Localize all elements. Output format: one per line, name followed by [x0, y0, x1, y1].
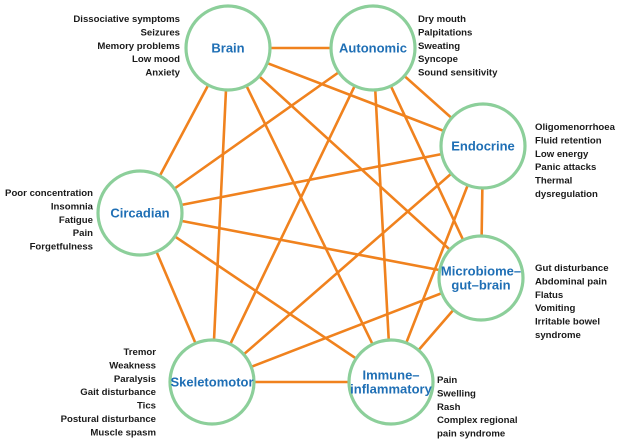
symptom-item: Poor concentration — [5, 188, 93, 199]
symptom-item: Dry mouth — [418, 14, 466, 25]
symptom-item: Low energy — [535, 149, 589, 160]
edges-layer — [138, 46, 485, 384]
node-label: Microbiome– — [441, 264, 521, 279]
edge-autonomic-circadian — [138, 46, 375, 215]
edge-microbiome-circadian — [138, 211, 483, 280]
node-autonomic: Autonomic — [329, 4, 417, 92]
symptom-item: Low mood — [132, 54, 180, 65]
symptom-item: Memory problems — [97, 41, 180, 52]
symptom-item: Oligomenorrhoea — [535, 122, 616, 133]
node-circle — [96, 169, 184, 257]
symptom-item: Seizures — [141, 27, 180, 38]
edge-endocrine-circadian — [138, 144, 485, 215]
node-brain: Brain — [184, 4, 272, 92]
node-circle — [329, 4, 417, 92]
symptom-item: Paralysis — [114, 374, 156, 385]
symptom-item: Palpitations — [418, 27, 472, 38]
symptom-item: dysregulation — [535, 189, 598, 200]
symptom-list-autonomic: Dry mouthPalpitationsSweatingSyncopeSoun… — [418, 14, 498, 79]
symptom-item: Dissociative symptoms — [73, 14, 180, 25]
symptom-item: Anxiety — [145, 68, 180, 79]
symptom-item: Fluid retention — [535, 135, 602, 146]
edge-autonomic-skeletomotor — [210, 46, 375, 384]
symptom-item: Syncope — [418, 54, 458, 65]
symptom-item: Rash — [437, 402, 461, 413]
symptom-item: syndrome — [535, 330, 581, 341]
symptom-item: Insomnia — [51, 201, 94, 212]
symptom-item: Complex regional — [437, 415, 518, 426]
symptom-item: Gut disturbance — [535, 263, 609, 274]
edge-brain-immune — [226, 46, 393, 384]
edge-autonomic-immune — [371, 46, 393, 384]
symptom-item: Sweating — [418, 41, 460, 52]
symptom-item: Forgetfulness — [30, 242, 93, 253]
symptom-item: Muscle spasm — [90, 427, 156, 438]
symptom-item: Vomiting — [535, 303, 575, 314]
node-circle — [437, 234, 525, 322]
symptom-item: Weakness — [109, 360, 156, 371]
symptom-item: Gait disturbance — [80, 387, 156, 398]
node-circle — [184, 4, 272, 92]
symptom-item: Swelling — [437, 388, 476, 399]
edge-microbiome-skeletomotor — [210, 276, 483, 384]
nodes-layer: Brain AutonomicEndocrineMicrobiome–gut–br… — [96, 4, 527, 426]
node-immune: Immune–inflammatory — [347, 338, 435, 426]
node-circle — [168, 338, 256, 426]
symptom-item: Pain — [437, 375, 457, 386]
node-label: Immune– — [362, 368, 419, 383]
edge-brain-microbiome — [226, 46, 483, 280]
symptom-item: Thermal — [535, 176, 572, 187]
symptom-item: Sound sensitivity — [418, 68, 498, 79]
node-endocrine: Endocrine — [439, 102, 527, 190]
symptom-item: Irritable bowel — [535, 317, 600, 328]
symptom-item: Postural disturbance — [61, 414, 156, 425]
symptom-item: Pain — [73, 228, 93, 239]
symptom-item: Tremor — [123, 347, 156, 358]
node-label: Skeletomotor — [170, 375, 253, 390]
node-label: Circadian — [110, 206, 169, 221]
edge-brain-endocrine — [226, 46, 485, 148]
node-circle — [347, 338, 435, 426]
symptom-item: Panic attacks — [535, 162, 596, 173]
edge-brain-skeletomotor — [210, 46, 230, 384]
symptom-item: Tics — [137, 401, 156, 412]
node-label: Autonomic — [339, 41, 407, 56]
node-label: Brain — [211, 41, 244, 56]
edge-endocrine-skeletomotor — [210, 144, 485, 384]
symptom-item: pain syndrome — [437, 429, 505, 440]
symptom-item: Flatus — [535, 290, 563, 301]
node-skeletomotor: Skeletomotor — [168, 338, 256, 426]
node-microbiome: Microbiome–gut–brain — [437, 234, 525, 322]
node-label: Endocrine — [451, 139, 515, 154]
node-label: gut–brain — [451, 278, 510, 293]
node-circadian: Circadian — [96, 169, 184, 257]
edge-immune-circadian — [138, 211, 393, 384]
symptom-item: Abdominal pain — [535, 276, 607, 287]
symptom-list-circadian: Poor concentrationInsomniaFatiguePainFor… — [5, 188, 94, 253]
node-label: inflammatory — [350, 382, 432, 397]
symptom-item: Fatigue — [59, 215, 93, 226]
node-circle — [439, 102, 527, 190]
